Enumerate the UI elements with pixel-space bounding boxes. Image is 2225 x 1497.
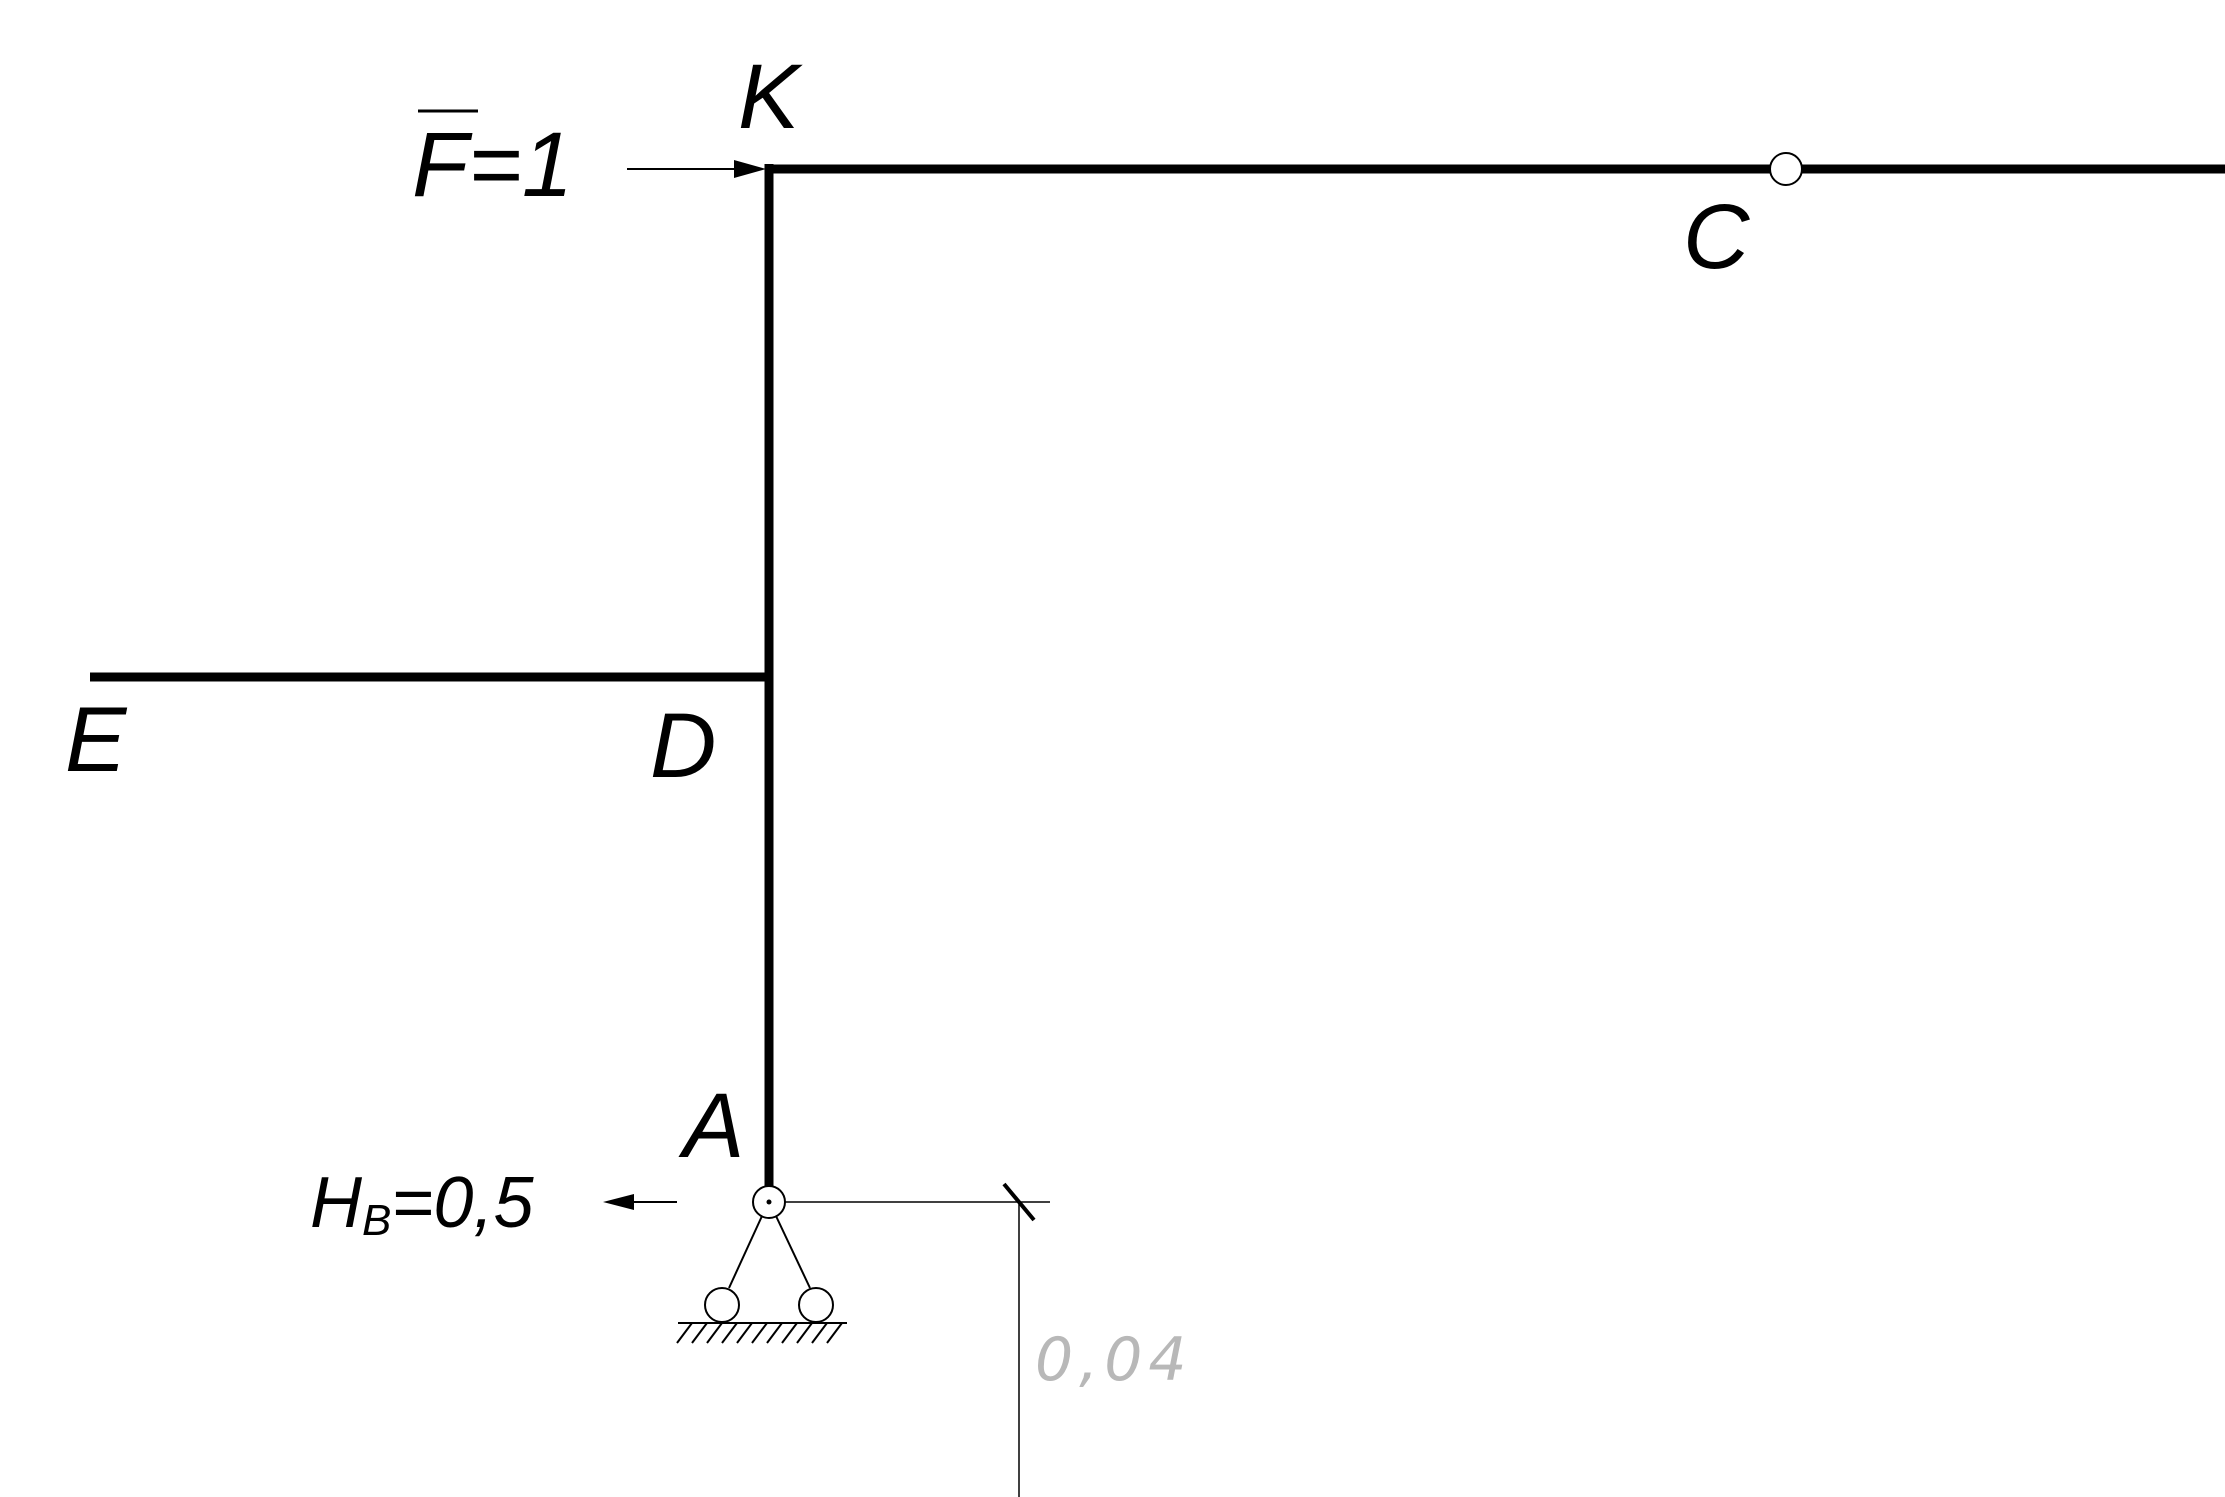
reaction-value: =0,5 [391, 1163, 534, 1243]
load-value: =1 [468, 114, 573, 216]
label-e: E [65, 689, 128, 791]
load-arrow [627, 160, 766, 178]
load-symbol: F [412, 114, 473, 216]
ground-hatching [676, 1322, 843, 1344]
pinned-support-a [676, 1185, 847, 1344]
support-left-roller [704, 1287, 740, 1323]
label-k: K [738, 46, 803, 148]
dimension-tick [1002, 1182, 1036, 1222]
support-right-roller [798, 1287, 834, 1323]
label-c: C [1683, 186, 1750, 288]
reaction-arrow [603, 1194, 677, 1210]
dimension-value: 0,04 [1035, 1325, 1193, 1395]
dimension-lines [785, 1182, 1050, 1497]
support-pin-dot [766, 1199, 772, 1205]
frame-members [90, 164, 2225, 1187]
label-d: D [650, 695, 716, 797]
load-label: F=1 [412, 114, 573, 216]
reaction-label: HB=0,5 [310, 1163, 534, 1245]
hinge-c [1769, 152, 1803, 186]
reaction-symbol: H [310, 1163, 363, 1243]
label-a: A [678, 1075, 744, 1177]
reaction-subscript: B [362, 1196, 391, 1245]
